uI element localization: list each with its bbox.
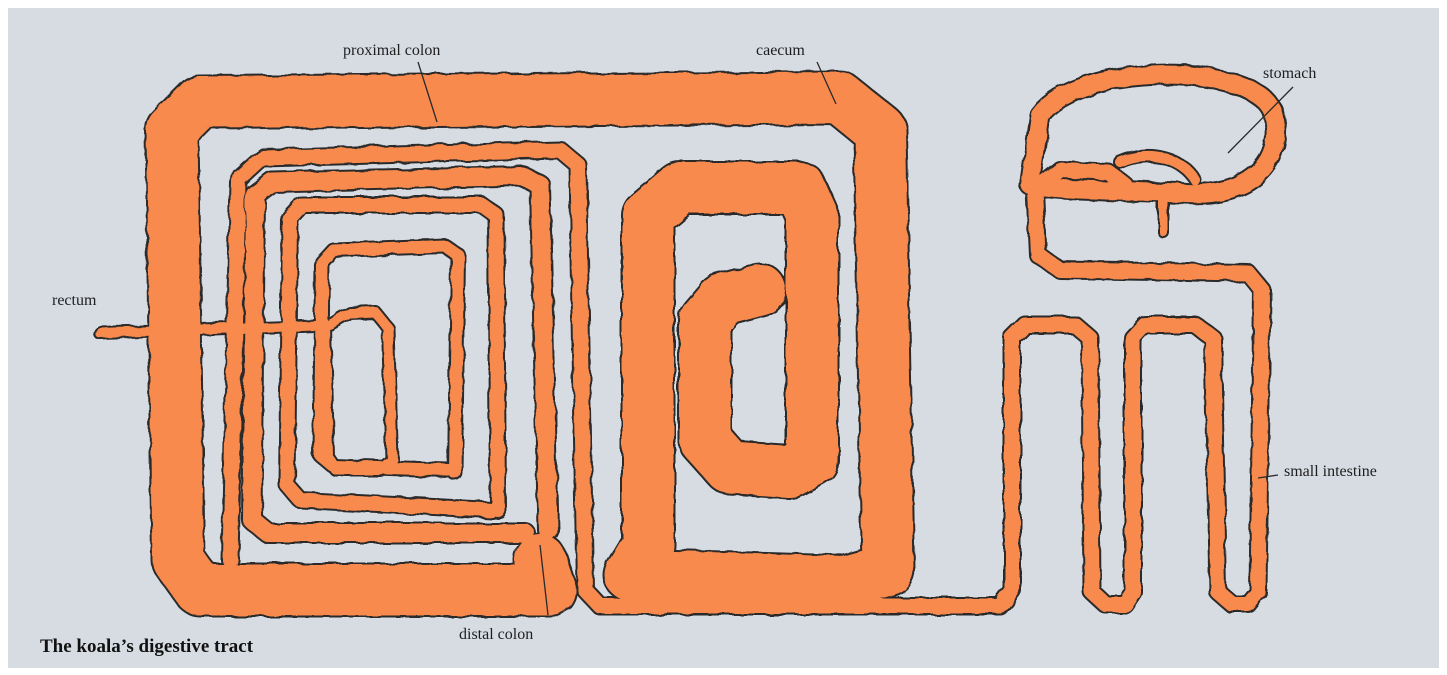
rectum-label: rectum: [52, 292, 96, 310]
stomach-label: stomach: [1263, 65, 1316, 83]
small-intestine-label: small intestine: [1284, 463, 1377, 481]
proximal-colon-label: proximal colon: [343, 42, 440, 60]
figure-caption: The koala’s digestive tract: [40, 636, 253, 658]
caecum-label: caecum: [756, 42, 805, 60]
distal-colon-label: distal colon: [459, 626, 533, 644]
